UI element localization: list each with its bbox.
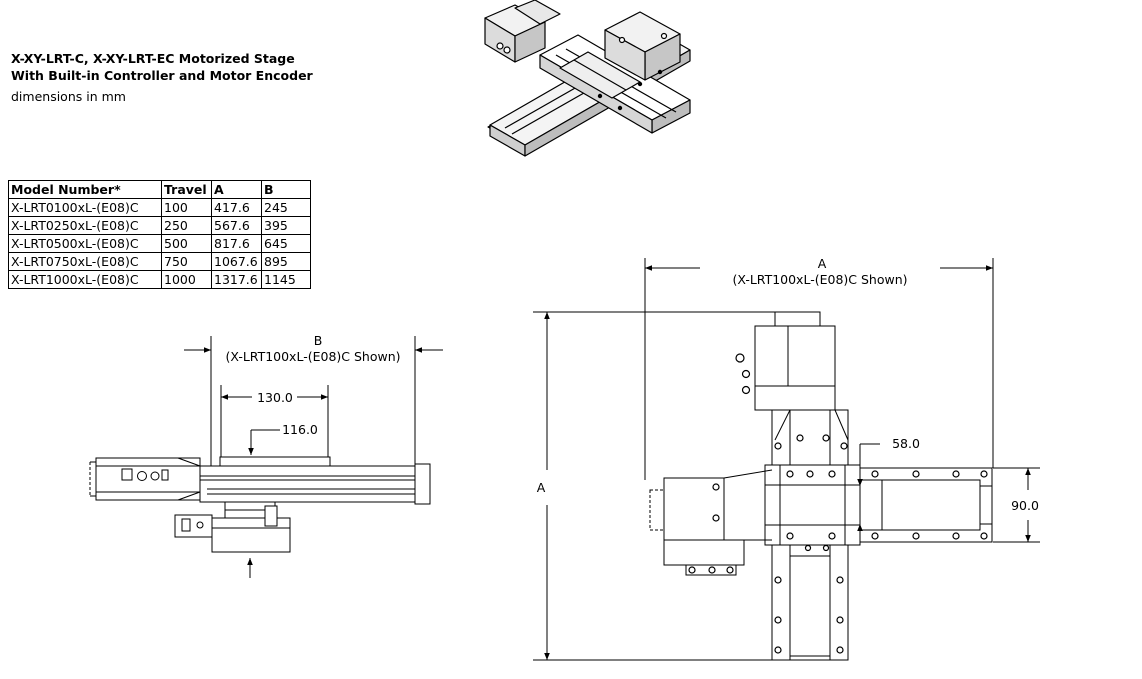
table-row: X-LRT0250xL-(E08)C 250 567.6 395 xyxy=(8,216,311,235)
dim-116: 116.0 xyxy=(282,422,318,437)
dim-b-note: (X-LRT100xL-(E08)C Shown) xyxy=(226,349,401,364)
side-view: B (X-LRT100xL-(E08)C Shown) 130.0 116.0 xyxy=(89,333,443,578)
table-row: X-LRT1000xL-(E08)C 1000 1317.6 1145 xyxy=(8,270,311,289)
cell-travel: 1000 xyxy=(161,270,212,289)
drawing-title: X-XY-LRT-C, X-XY-LRT-EC Motorized Stage xyxy=(11,51,295,66)
cell-model: X-LRT0250xL-(E08)C xyxy=(8,216,162,235)
table-header-row: Model Number* Travel A B xyxy=(8,180,311,199)
cell-b: 245 xyxy=(261,198,311,217)
col-model-number: Model Number* xyxy=(8,180,162,199)
dim-a-label: A xyxy=(818,256,827,271)
drawing-subtitle: With Built-in Controller and Motor Encod… xyxy=(11,68,313,83)
col-b: B xyxy=(261,180,311,199)
bolt-holes xyxy=(688,353,988,654)
isometric-stage-view xyxy=(484,0,691,157)
cell-a: 1317.6 xyxy=(211,270,262,289)
cell-b: 1145 xyxy=(261,270,311,289)
dim-58: 58.0 xyxy=(892,436,920,451)
model-spec-table: Model Number* Travel A B X-LRT0100xL-(E0… xyxy=(8,180,311,289)
dim-90: 90.0 xyxy=(1011,498,1039,513)
dim-b-label: B xyxy=(314,333,323,348)
table-row: X-LRT0750xL-(E08)C 750 1067.6 895 xyxy=(8,252,311,271)
dim-130: 130.0 xyxy=(257,390,293,405)
cell-model: X-LRT1000xL-(E08)C xyxy=(8,270,162,289)
table-row: X-LRT0500xL-(E08)C 500 817.6 645 xyxy=(8,234,311,253)
cell-a: 417.6 xyxy=(211,198,262,217)
dim-a-note: (X-LRT100xL-(E08)C Shown) xyxy=(733,272,908,287)
units-note: dimensions in mm xyxy=(11,89,126,104)
cell-a: 1067.6 xyxy=(211,252,262,271)
cell-b: 395 xyxy=(261,216,311,235)
dim-a-vertical: A xyxy=(537,480,546,495)
top-view: A (X-LRT100xL-(E08)C Shown) A 58.0 90.0 xyxy=(533,256,1040,661)
